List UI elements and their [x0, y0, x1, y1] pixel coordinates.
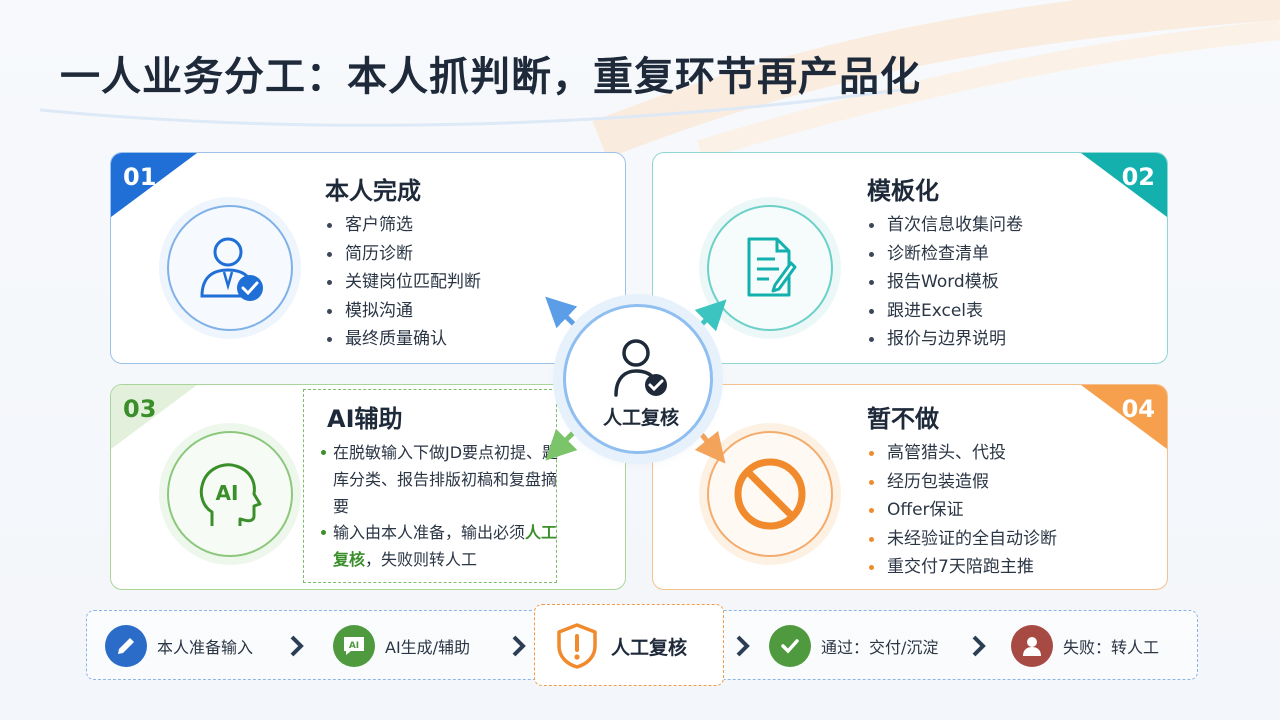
ai-icon-text: AI — [216, 481, 239, 505]
hub-label: 人工复核 — [602, 407, 679, 429]
chevron-right-icon — [290, 635, 304, 657]
card-templating: 02 模板化 首次信息收集问卷 诊断检查清单 报告Word模板 跟进Excel表… — [652, 152, 1168, 364]
flow-step-label: AI生成/辅助 — [385, 638, 471, 657]
card-items: 首次信息收集问卷 诊断检查清单 报告Word模板 跟进Excel表 报价与边界说… — [867, 211, 1023, 354]
corner-badge-03 — [111, 385, 197, 449]
card-number: 04 — [1121, 395, 1155, 423]
list-item: 报价与边界说明 — [867, 325, 1023, 354]
ai-head-icon: AI — [167, 431, 293, 557]
page-title: 一人业务分工：本人抓判断，重复环节再产品化 — [60, 54, 921, 100]
card-self-complete: 01 本人完成 客户筛选 简历诊断 关键岗位匹配判断 模拟沟通 最终质量确认 — [110, 152, 626, 364]
flow-step-ai-generate: AI AI生成/辅助 — [333, 611, 470, 681]
card-title: 模板化 — [867, 177, 939, 205]
card-title: 本人完成 — [325, 177, 421, 205]
ai-para2-post: ，失败则转人工 — [365, 550, 478, 569]
ai-paragraph-2: 输入由本人准备，输出必须人工复核，失败则转人工 — [321, 519, 563, 573]
flow-step-manual-review-inner: 人工复核 — [553, 611, 687, 681]
flow-step-pass: 通过：交付/沉淀 — [769, 611, 938, 681]
card-items: 高管猎头、代投 经历包装造假 Offer保证 未经验证的全自动诊断 重交付7天陪… — [867, 439, 1057, 582]
chevron-right-icon — [736, 635, 750, 657]
flow-step-prepare-input: 本人准备输入 — [105, 611, 253, 681]
list-item: 首次信息收集问卷 — [867, 211, 1023, 240]
flow-step-fail: 失败：转人工 — [1011, 611, 1159, 681]
ai-paragraph-1: 在脱敏输入下做JD要点初提、题库分类、报告排版初稿和复盘摘要 — [321, 439, 563, 520]
card-ai-assist: 03 AI AI辅助 在脱敏输入下做JD要点初提、题库分类、报告排版初稿和复盘摘… — [110, 384, 626, 590]
list-item: 最终质量确认 — [325, 325, 481, 354]
pencil-icon — [105, 625, 147, 667]
person-icon — [1011, 625, 1053, 667]
card-number: 03 — [123, 395, 157, 423]
list-item: 重交付7天陪跑主推 — [867, 553, 1057, 582]
list-item: 报告Word模板 — [867, 268, 1023, 297]
list-item: 跟进Excel表 — [867, 297, 1023, 326]
corner-badge-01 — [111, 153, 197, 217]
list-item: 未经验证的全自动诊断 — [867, 525, 1057, 554]
card-number: 01 — [123, 163, 157, 191]
prohibited-icon — [707, 431, 833, 557]
list-item: 经历包装造假 — [867, 468, 1057, 497]
card-number: 02 — [1121, 163, 1155, 191]
list-item: Offer保证 — [867, 496, 1057, 525]
chevron-right-icon — [512, 635, 526, 657]
list-item: 简历诊断 — [325, 240, 481, 269]
warning-shield-icon — [553, 622, 601, 670]
ai-chat-icon: AI — [333, 625, 375, 667]
document-edit-icon — [707, 205, 833, 331]
card-not-doing: 04 暂不做 高管猎头、代投 经历包装造假 Offer保证 未经验证的全自动诊断… — [652, 384, 1168, 590]
card-title: 暂不做 — [867, 405, 939, 433]
corner-badge-02 — [1081, 153, 1167, 217]
ai-para2-emphasis: 人工复核 — [333, 523, 558, 569]
list-item: 模拟沟通 — [325, 297, 481, 326]
hub-manual-review: 人工复核 — [563, 304, 713, 454]
check-icon — [769, 625, 811, 667]
chevron-right-icon — [972, 635, 986, 657]
ai-dashed-box — [303, 389, 557, 583]
ai-chat-icon-text: AI — [349, 641, 359, 651]
person-check-icon — [614, 339, 667, 397]
flow-step-manual-review: 人工复核 — [534, 604, 724, 686]
flow-step-label: 通过：交付/沉淀 — [821, 638, 939, 657]
list-item: 关键岗位匹配判断 — [325, 268, 481, 297]
card-items: 客户筛选 简历诊断 关键岗位匹配判断 模拟沟通 最终质量确认 — [325, 211, 481, 354]
list-item: 客户筛选 — [325, 211, 481, 240]
ai-para2-pre: 输入由本人准备，输出必须 — [333, 523, 526, 542]
flow-step-label: 本人准备输入 — [157, 638, 254, 657]
card-title: AI辅助 — [327, 405, 403, 433]
person-check-icon — [167, 205, 293, 331]
corner-badge-04 — [1081, 385, 1167, 449]
flow-step-label: 人工复核 — [611, 636, 688, 659]
flow-step-label: 失败：转人工 — [1063, 638, 1160, 657]
list-item: 诊断检查清单 — [867, 240, 1023, 269]
list-item: 高管猎头、代投 — [867, 439, 1057, 468]
